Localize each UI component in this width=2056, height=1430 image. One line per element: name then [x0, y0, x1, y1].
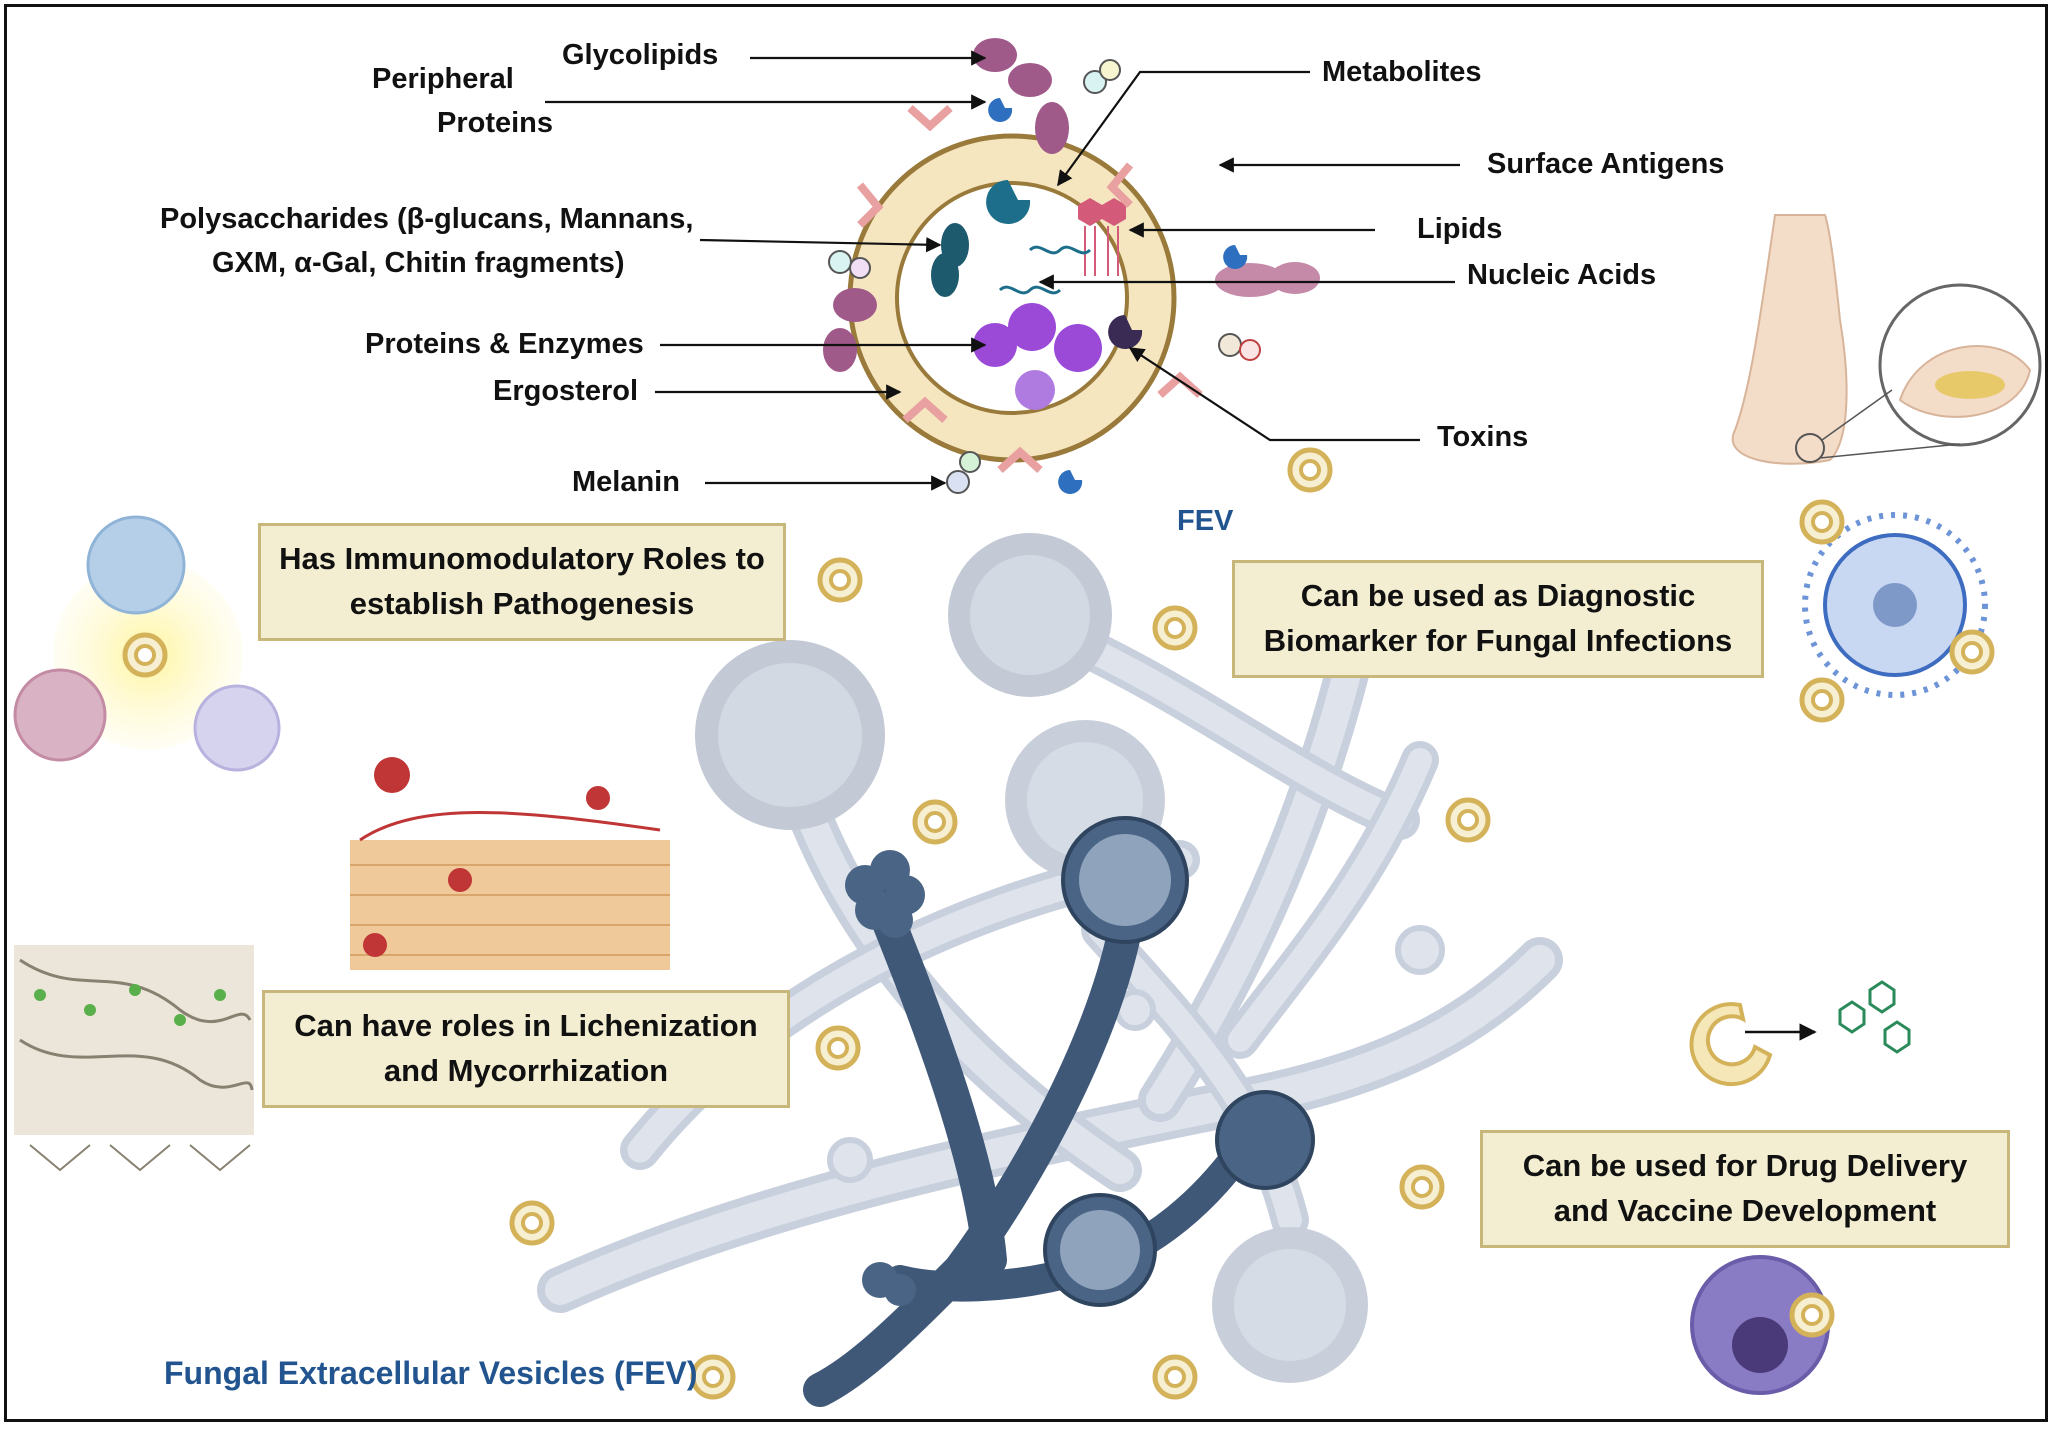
box-lichenization-line1: Can have roles in Lichenization — [294, 1008, 758, 1044]
label-toxins: Toxins — [1437, 421, 1529, 453]
label-lipids: Lipids — [1417, 213, 1503, 245]
box-lichenization-line2: and Mycorrhization — [383, 1053, 669, 1088]
box-diagnostic: Can be used as Diagnostic Biomarker for … — [1232, 560, 1764, 678]
box-diagnostic-line2: Biomarker for Fungal Infections — [1263, 623, 1733, 658]
dendritic-cell-icon — [1802, 512, 1988, 698]
foot-nail-infection-icon — [1731, 214, 2042, 465]
label-fev-short: FEV — [1177, 505, 1234, 537]
immune-cells-icon — [13, 515, 281, 772]
label-ergosterol: Ergosterol — [493, 375, 639, 407]
label-polysaccharides-1: Polysaccharides (β-glucans, Mannans, — [160, 203, 694, 235]
label-peripheral-proteins-1: Peripheral — [372, 63, 514, 95]
label-polysaccharides-2: GXM, α-Gal, Chitin fragments) — [212, 247, 625, 279]
label-peripheral-proteins-2: Proteins — [437, 107, 554, 139]
box-immunomodulatory: Has Immunomodulatory Roles to establish … — [258, 523, 786, 641]
box-lichenization: Can have roles in Lichenization and Myco… — [262, 990, 790, 1108]
label-nucleic-acids: Nucleic Acids — [1467, 259, 1657, 291]
lichen-tissue-icon — [350, 757, 670, 970]
label-melanin: Melanin — [572, 466, 680, 498]
label-proteins-enzymes: Proteins & Enzymes — [365, 328, 644, 360]
label-glycolipids: Glycolipids — [562, 39, 719, 71]
box-diagnostic-line1: Can be used as Diagnostic — [1300, 578, 1696, 614]
figure-border — [4, 4, 2048, 1422]
mycorrhiza-root-icon — [14, 945, 254, 1172]
label-metabolites: Metabolites — [1322, 56, 1482, 88]
box-drug-delivery-line2: and Vaccine Development — [1553, 1193, 1937, 1228]
box-drug-delivery-line1: Can be used for Drug Delivery — [1522, 1148, 1968, 1184]
label-surface-antigens: Surface Antigens — [1487, 148, 1725, 180]
figure-title: Fungal Extracellular Vesicles (FEV) — [164, 1355, 698, 1391]
box-drug-delivery: Can be used for Drug Delivery and Vaccin… — [1480, 1130, 2010, 1248]
drug-molecule-icon — [1689, 980, 1911, 1087]
callout-arrows — [545, 50, 1460, 491]
fev-vesicle-icon — [823, 38, 1320, 494]
fungal-hyphae-icon — [803, 816, 1315, 1407]
box-immunomodulatory-line1: Has Immunomodulatory Roles to — [279, 541, 765, 577]
box-immunomodulatory-line2: establish Pathogenesis — [349, 586, 695, 621]
macrophage-icon — [1690, 1255, 1832, 1395]
